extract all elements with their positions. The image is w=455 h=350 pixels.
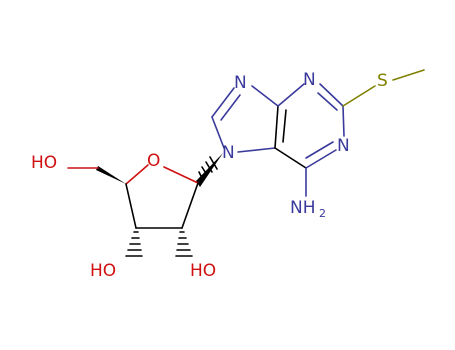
bond-o4-c4 — [125, 164, 149, 185]
atom-o5-hydroxyl: HO — [31, 153, 57, 173]
hash-c2-oh — [175, 231, 193, 257]
wedge-c4-c5 — [96, 166, 126, 184]
bond-c5-n3 — [277, 83, 305, 107]
ribose-bonds — [67, 153, 223, 229]
bond-c2-c1 — [181, 182, 199, 229]
bond-n9-c4 — [237, 147, 276, 153]
atom-n7: N — [234, 73, 247, 93]
atom-o4: O — [147, 151, 160, 171]
hash-c1-n9 — [198, 156, 218, 179]
atom-s: S — [377, 71, 388, 91]
bond-n3-c2 — [319, 83, 344, 107]
bond-n1-c6 — [305, 149, 337, 169]
atom-o3-hydroxyl: HO — [90, 261, 116, 281]
atom-nh2: NH — [290, 198, 316, 218]
bond-c6-c4 — [274, 147, 307, 169]
wedge-n9-c1 — [196, 153, 223, 187]
atom-nh2-subscript: 2 — [319, 207, 326, 220]
bond-n3-c2-double — [317, 92, 338, 111]
hash-c3-oh — [125, 231, 143, 257]
purine-bonds — [211, 83, 345, 197]
bond-n7-c5 — [251, 85, 279, 107]
bond-c4-c3 — [125, 183, 137, 229]
atom-n9: N — [222, 143, 235, 163]
bond-c2-n1 — [342, 105, 345, 137]
thioether-bonds — [342, 69, 425, 107]
bond-c8-n9 — [211, 116, 225, 149]
bond-n1-c6-double — [305, 141, 334, 159]
bond-c1-o4 — [163, 166, 199, 184]
bond-c8-n7-double — [220, 94, 241, 121]
bond-n7-c8 — [211, 87, 235, 118]
bond-c5-c4-double — [282, 109, 287, 143]
hashed-bonds — [125, 156, 218, 257]
atom-labels: N N N N S NH 2 O HO HO HO — [31, 70, 388, 281]
bond-c5-c4 — [274, 105, 279, 149]
atom-n3: N — [303, 70, 316, 90]
bond-c2-s — [342, 85, 376, 107]
bond-s-ch3 — [392, 69, 425, 81]
atom-o2-hydroxyl: HO — [190, 261, 216, 281]
atom-n1: N — [337, 136, 350, 156]
